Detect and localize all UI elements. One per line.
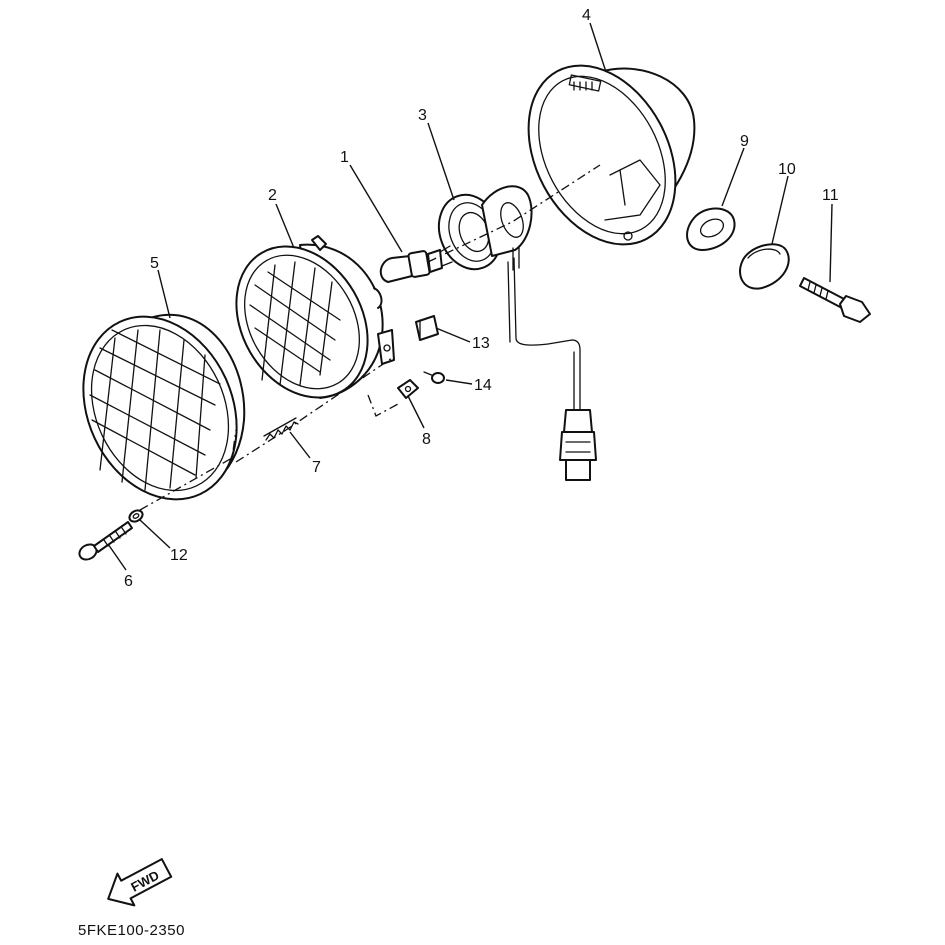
callout-8: 8 <box>422 431 431 448</box>
callout-13: 13 <box>472 335 490 352</box>
callout-3: 3 <box>418 107 427 124</box>
callout-2: 2 <box>268 187 277 204</box>
bulb-part-1 <box>379 245 453 283</box>
guard-grid <box>89 329 221 491</box>
callout-6: 6 <box>124 573 133 590</box>
guard-rim-part-5 <box>82 313 246 501</box>
socket-cover-part-3 <box>437 185 533 271</box>
alignment-lines <box>139 164 601 511</box>
callout-12: 12 <box>170 547 188 564</box>
callout-labels: 1 2 3 4 5 6 7 8 9 10 11 12 13 14 <box>124 7 839 590</box>
callout-11: 11 <box>822 187 839 204</box>
bolt-part-11 <box>799 277 871 323</box>
callout-9: 9 <box>740 133 749 150</box>
fwd-arrow-icon: FWD <box>107 858 173 907</box>
lens-pattern <box>249 261 341 386</box>
callout-14: 14 <box>474 377 492 394</box>
wire-harness <box>507 257 597 481</box>
grommet-part-9 <box>686 207 736 251</box>
callout-5: 5 <box>150 255 159 272</box>
callout-10: 10 <box>778 161 796 178</box>
cap-part-10 <box>739 243 790 290</box>
housing-part-4 <box>527 64 696 246</box>
washer-part-12 <box>128 509 144 523</box>
leader-lines <box>107 22 833 571</box>
drawing-code: 5FKE100-2350 <box>78 922 185 939</box>
callout-4: 4 <box>582 7 591 24</box>
callout-7: 7 <box>312 459 321 476</box>
lens-unit-part-2 <box>235 235 395 399</box>
clip-part-13 <box>415 315 439 341</box>
screw-part-14 <box>423 371 445 384</box>
nut-part-8 <box>397 379 419 399</box>
spring-part-7 <box>263 417 299 441</box>
callout-1: 1 <box>340 149 349 166</box>
screw-part-6 <box>78 521 133 561</box>
